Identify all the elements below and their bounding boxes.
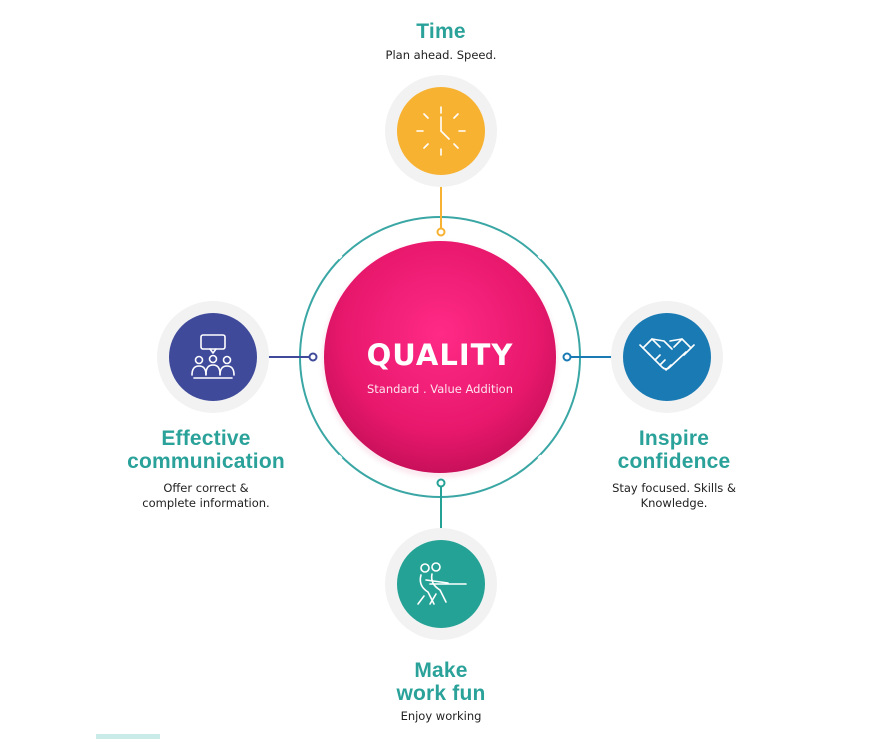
meeting-icon [191, 334, 235, 379]
node-time [385, 75, 497, 187]
node-make-work-fun [385, 528, 497, 640]
center-title: QUALITY [366, 338, 514, 372]
connector-dot-fun [436, 478, 446, 488]
heading-effective-communication: Effective communication [127, 427, 285, 473]
heading-make-work-fun: Make work fun [396, 659, 486, 705]
description-make-work-fun: Enjoy working [400, 709, 482, 723]
decor-remnant [96, 734, 160, 739]
ring-gaps [335, 252, 545, 462]
handshake-icon [639, 338, 695, 371]
center-subtitle: Standard . Value Addition [366, 382, 513, 396]
connector-dot-time [436, 227, 446, 237]
description-time: Plan ahead. Speed. [385, 48, 497, 62]
heading-inspire-confidence: Inspire confidence [617, 427, 731, 473]
description-inspire-confidence: Stay focused. Skills & Knowledge. [612, 481, 736, 510]
clock-icon [416, 106, 466, 156]
node-inspire-confidence [611, 301, 723, 413]
description-effective-communication: Offer correct & complete information. [142, 481, 270, 510]
node-effective-communication [157, 301, 269, 413]
tug-of-war-icon [417, 562, 467, 605]
connector-dot-confidence [562, 352, 572, 362]
center-circle [324, 241, 556, 473]
heading-time: Time [416, 20, 466, 43]
connector-dot-communication [308, 352, 318, 362]
